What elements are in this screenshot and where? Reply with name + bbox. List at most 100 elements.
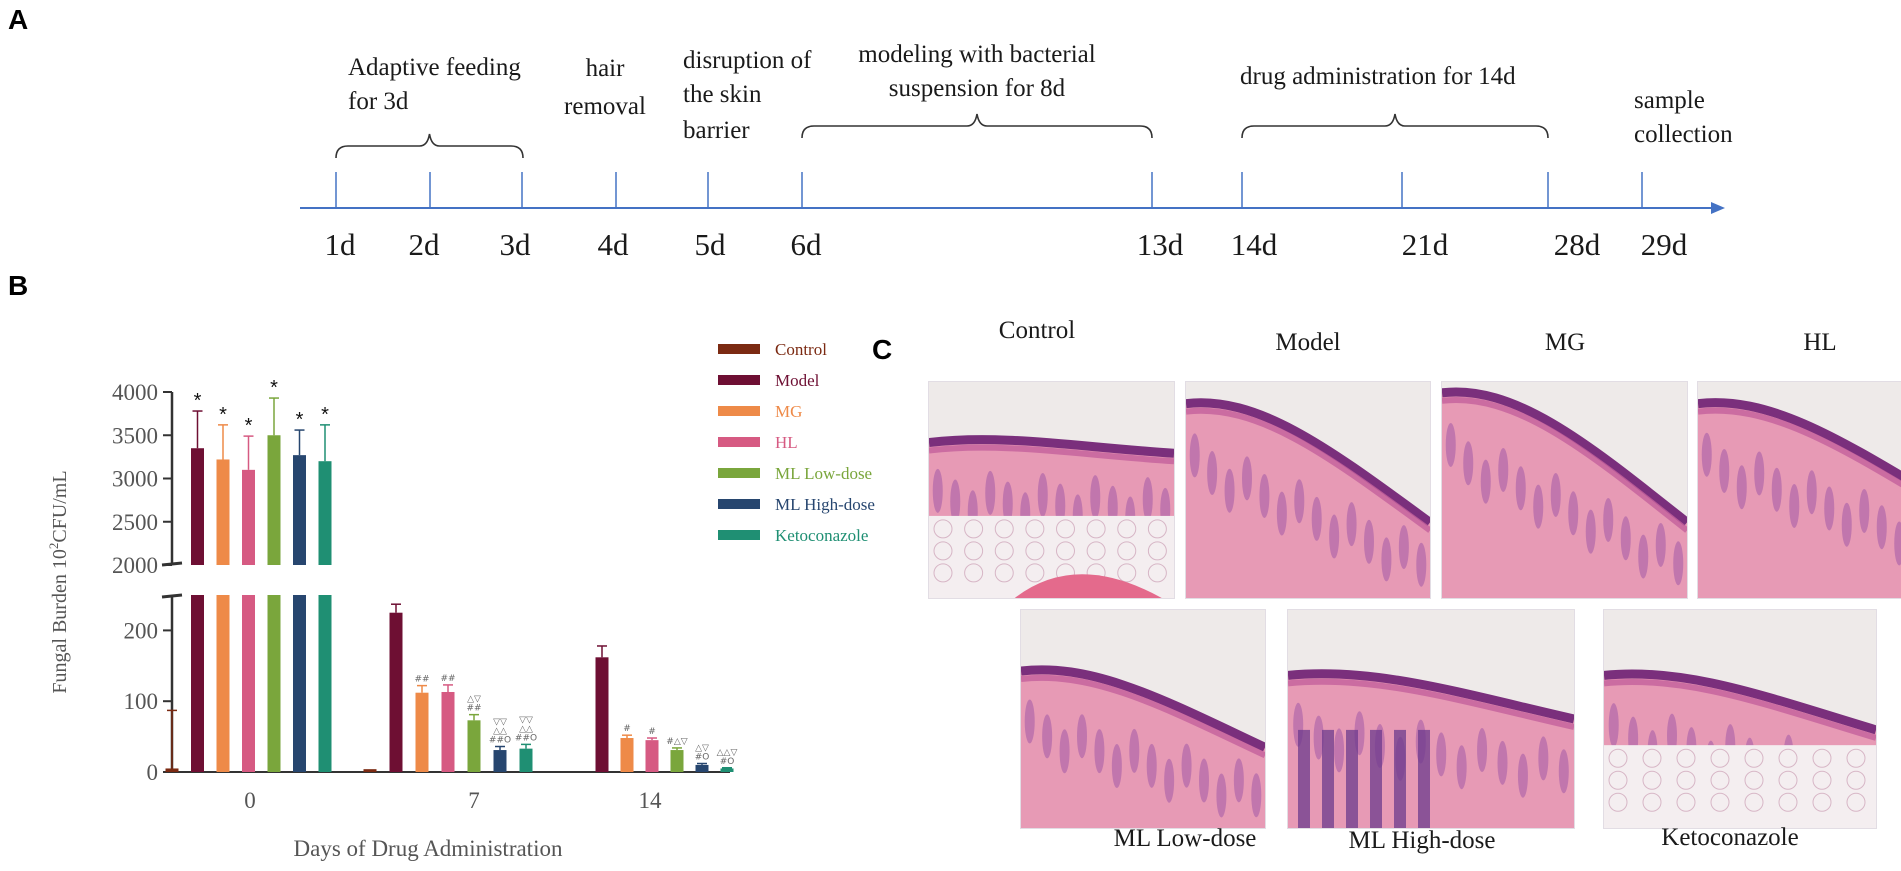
hair-follicle (1463, 441, 1474, 486)
bar-mg (216, 459, 230, 565)
fat-cell (964, 519, 984, 539)
significance-mark-line: ##O (515, 733, 537, 743)
bar-model (595, 657, 609, 772)
epidermis-layer (1604, 669, 1876, 735)
histology-tissue (1442, 382, 1687, 598)
fat-cell (1642, 748, 1662, 768)
bar-ml-low-dose (267, 595, 281, 772)
histology-image-ketoconazole (1603, 609, 1877, 829)
hair-follicle (1498, 447, 1509, 492)
hair-follicle (1480, 459, 1491, 504)
significance-mark-line: # (623, 724, 631, 734)
bar-ml-low-dose (267, 435, 281, 565)
fat-cell (1812, 770, 1832, 790)
significance-mark: # (648, 727, 656, 737)
fat-cell (994, 563, 1014, 583)
fat-cell (1608, 748, 1628, 768)
significance-mark: * (194, 390, 202, 412)
hair-follicle (1037, 472, 1048, 517)
bar-hl (242, 469, 255, 565)
hair-follicle (1398, 525, 1409, 570)
bar-mg (620, 738, 634, 772)
histology-tissue (1604, 610, 1876, 828)
x-axis-label: Days of Drug Administration (294, 836, 563, 861)
bar-hl (242, 595, 255, 772)
significance-mark-line: ▽▽ (493, 718, 507, 728)
fat-cell (1025, 563, 1045, 583)
significance-mark: * (296, 409, 304, 431)
epidermis-layer (1288, 678, 1574, 730)
hair-shaft (1346, 729, 1358, 828)
bar-ml-low-dose (670, 750, 684, 772)
timeline-phase-modeling: modeling with bacterial (858, 41, 1095, 68)
hair-follicle (1276, 491, 1287, 536)
bar-mg (415, 692, 429, 772)
hair-follicle (1024, 699, 1035, 744)
significance-mark-line: ## (414, 675, 429, 685)
x-tick-label: 7 (468, 788, 480, 813)
hair-follicle (1517, 753, 1528, 798)
significance-mark: △△▽#O (717, 748, 738, 767)
epidermis-layer (1442, 396, 1687, 533)
legend-swatch (718, 468, 760, 478)
legend-swatch (718, 437, 760, 447)
timeline-phase-adaptive: for 3d (348, 88, 409, 115)
fat-cell (1147, 519, 1167, 539)
epidermis-layer (1698, 407, 1901, 488)
hair-follicle (1456, 745, 1467, 790)
hair-follicle (1841, 502, 1852, 547)
significance-mark: * (321, 404, 329, 426)
timeline-brace (1241, 113, 1549, 139)
hair-follicle (1894, 521, 1901, 566)
hair-follicle (1164, 758, 1175, 803)
hair-shaft (1370, 729, 1382, 828)
legend-swatch (718, 406, 760, 416)
significance-mark: * (270, 377, 278, 399)
y-tick-label: 200 (124, 618, 159, 643)
hair-follicle (1311, 496, 1322, 541)
fat-cell (1778, 770, 1798, 790)
y-axis-label-main: Fungal Burden 10 (49, 549, 71, 693)
epidermis-layer (1442, 387, 1687, 526)
epidermis-layer (929, 435, 1174, 458)
timeline-phase-hair: hair (586, 55, 626, 82)
hair-follicle (1445, 422, 1456, 467)
histology-label: Ketoconazole (1661, 824, 1799, 851)
hair-follicle (932, 468, 943, 513)
fat-cell (933, 519, 953, 539)
fat-cell (1778, 792, 1798, 812)
hair-follicle (1771, 467, 1782, 512)
histology-label: MG (1544, 329, 1586, 356)
timeline-day-label: 13d (1137, 227, 1184, 260)
fat-cell (1025, 541, 1045, 561)
timeline-brace (335, 133, 524, 159)
timeline-phase-hair: removal (564, 93, 646, 120)
hair-follicle (1142, 477, 1153, 522)
panel-label-a: A (8, 4, 29, 35)
significance-mark: # (623, 724, 631, 734)
hair-follicle (1806, 470, 1817, 515)
hair-follicle (1824, 486, 1835, 531)
hair-follicle (1638, 534, 1649, 579)
significance-mark: #△▽ (666, 737, 687, 747)
bar-ml-low-dose (467, 720, 481, 772)
epidermis-layer (929, 444, 1174, 465)
hair-follicle (1655, 522, 1666, 567)
bar-model (191, 448, 204, 565)
hair-follicle (1146, 743, 1157, 788)
y-tick-label: 0 (147, 760, 159, 785)
panel-label-c: C (872, 334, 893, 365)
legend-swatch (718, 499, 760, 509)
y-tick-label: 4000 (112, 380, 158, 405)
bar-hl (645, 740, 659, 772)
fat-cell (1642, 770, 1662, 790)
hair-follicle (1259, 473, 1270, 518)
hair-follicle (1224, 468, 1235, 513)
histology-image-control (928, 381, 1175, 599)
fat-cell (1117, 541, 1137, 561)
timeline-arrowhead (1711, 202, 1725, 214)
y-tick-label: 3500 (112, 423, 158, 448)
timeline-day-label: 14d (1231, 227, 1278, 260)
hair-follicle (1090, 475, 1101, 520)
hair-follicle (1199, 758, 1209, 803)
